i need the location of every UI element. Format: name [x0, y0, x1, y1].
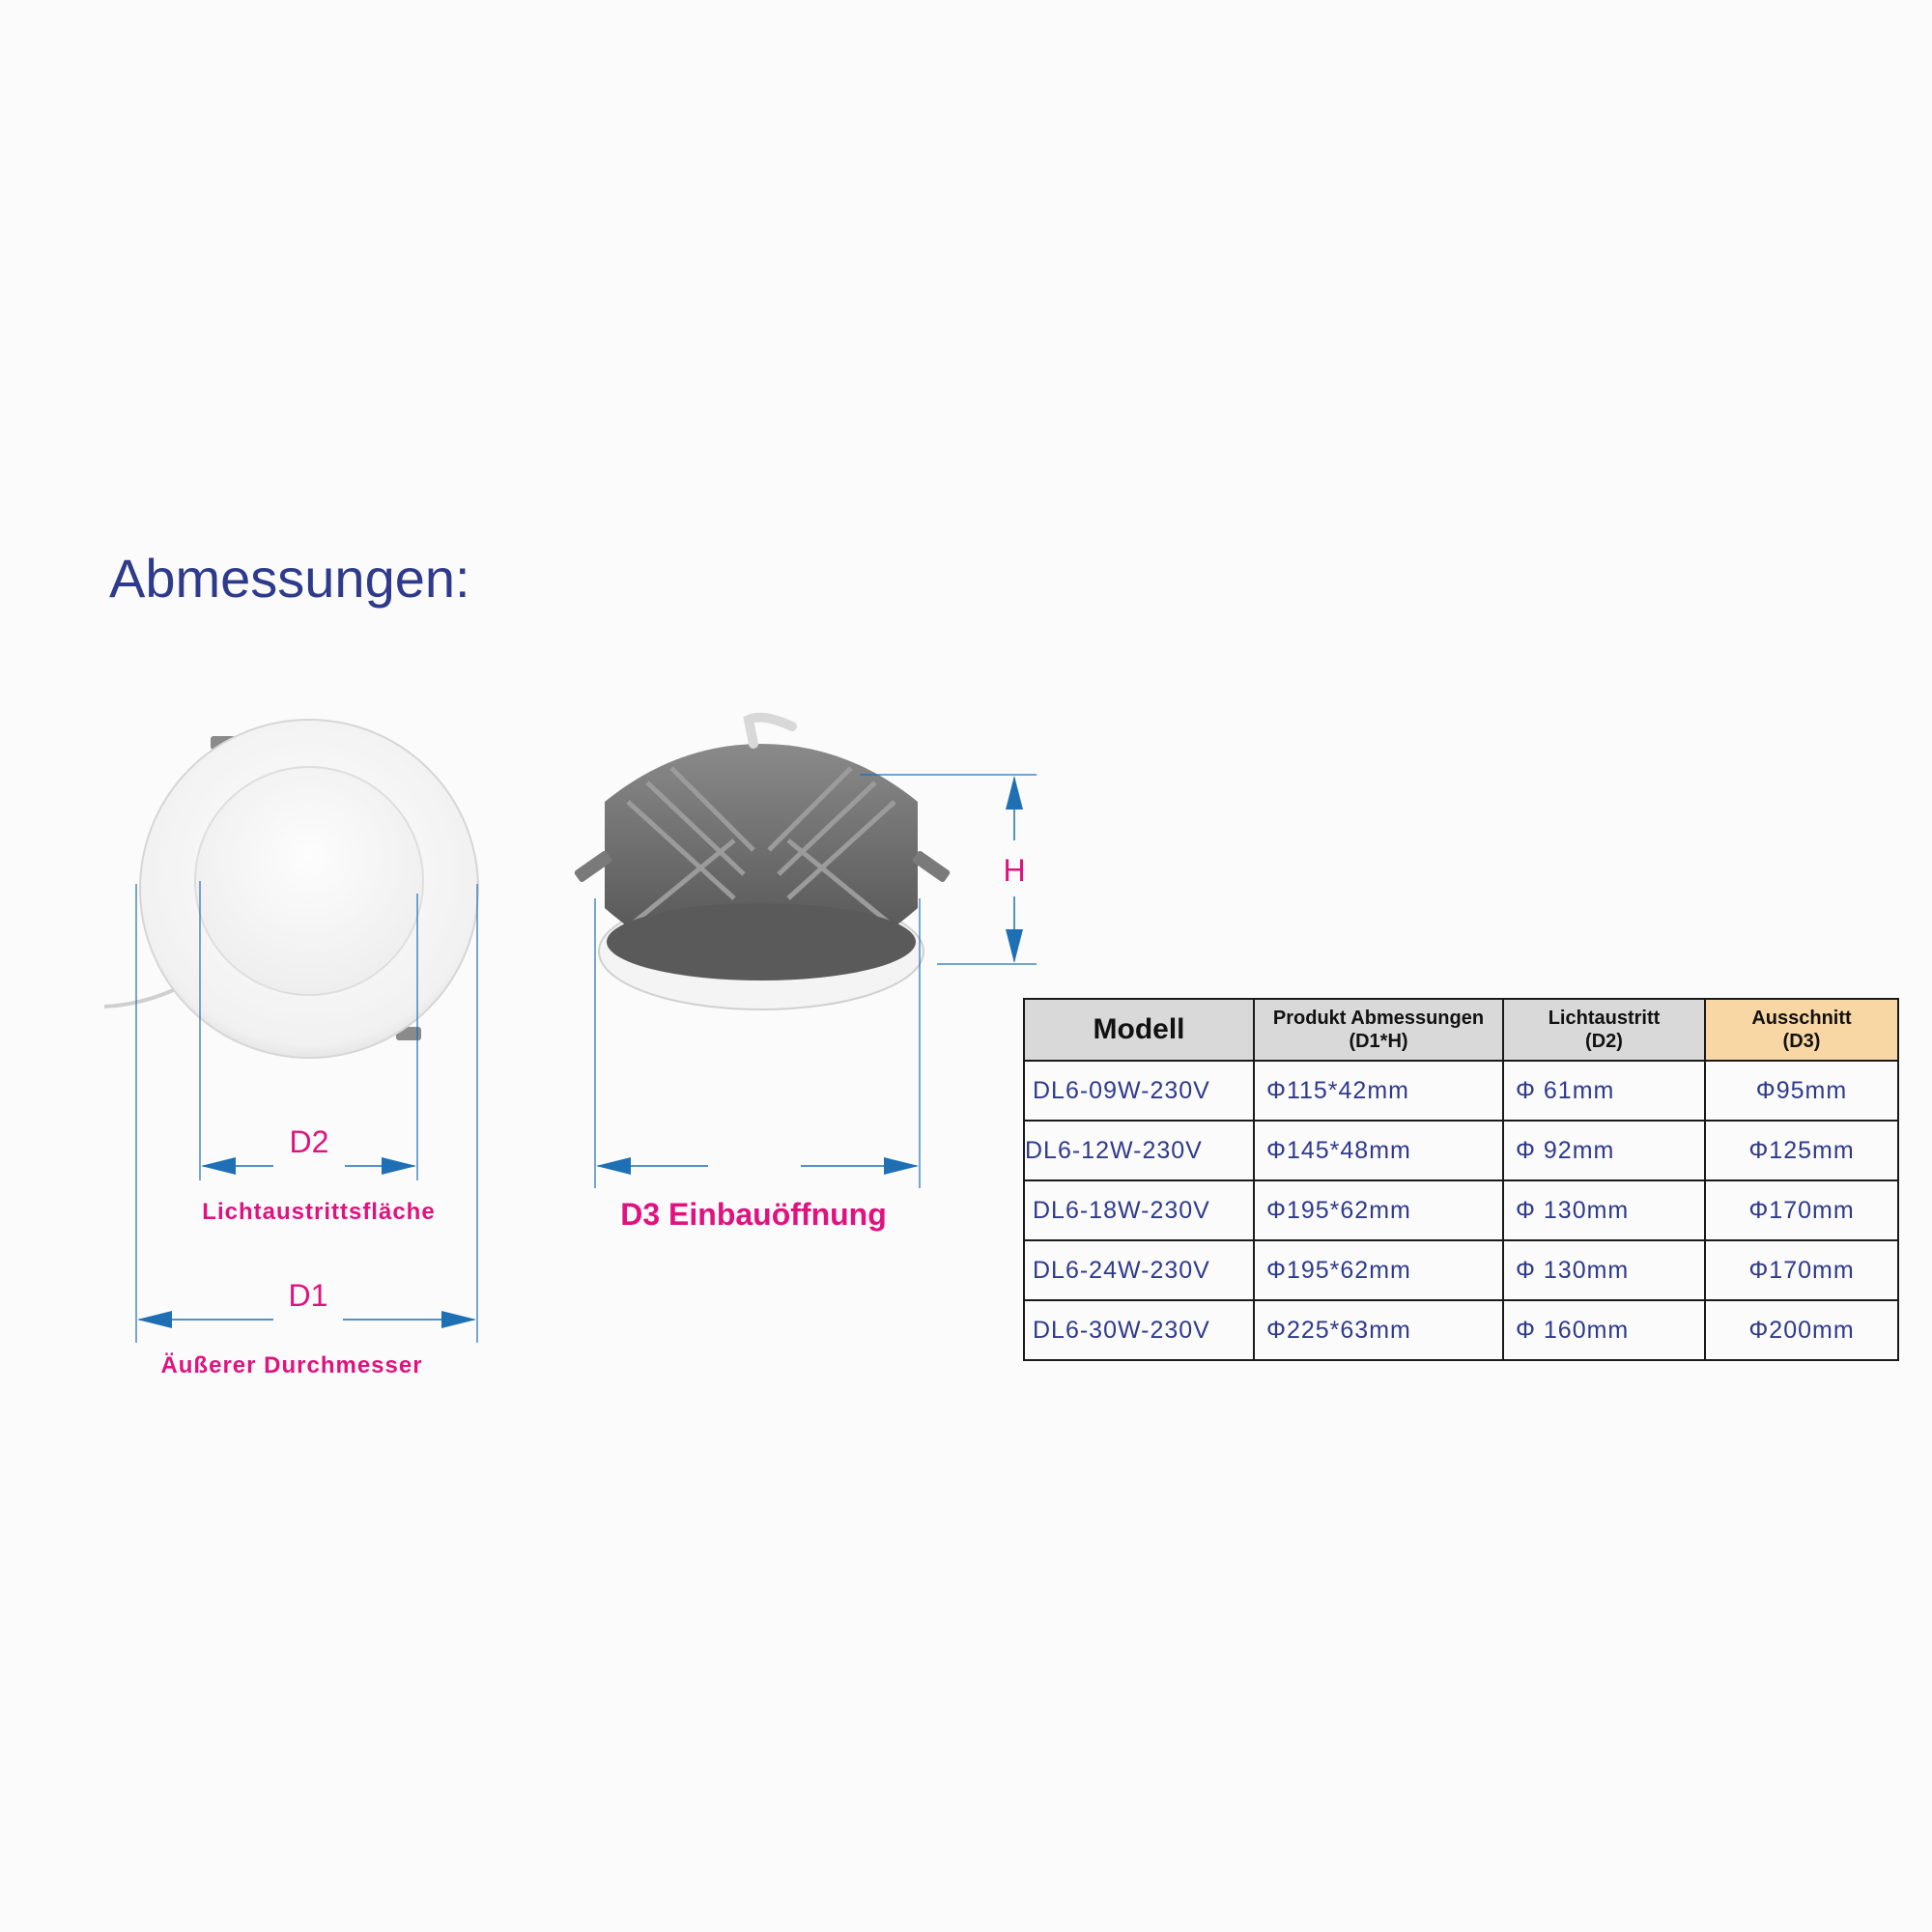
- d2-dimension: D2 Lichtaustrittsfläche: [199, 881, 435, 1225]
- table-row: DL6-09W-230V Φ115*42mm Φ 61mm Φ95mm: [1023, 1060, 1899, 1122]
- h-arrow-top: [1006, 776, 1023, 810]
- header-model: Modell: [1023, 998, 1255, 1062]
- table-row: DL6-12W-230V Φ145*48mm Φ 92mm Φ125mm: [1023, 1120, 1899, 1181]
- d3-caption: D3 Einbauöffnung: [620, 1197, 887, 1232]
- cell-dimensions: Φ195*62mm: [1253, 1179, 1504, 1241]
- d3-arrow-right: [884, 1157, 919, 1175]
- cell-light: Φ 130mm: [1502, 1179, 1706, 1241]
- cell-light: Φ 160mm: [1502, 1299, 1706, 1361]
- d1-arrow-right: [441, 1311, 476, 1328]
- rear-spring-clip-right: [912, 850, 951, 883]
- cell-dimensions: Φ115*42mm: [1253, 1060, 1504, 1122]
- cell-light: Φ 92mm: [1502, 1120, 1706, 1181]
- cell-model: DL6-24W-230V: [1023, 1239, 1255, 1301]
- downlight-rear-view: [574, 712, 951, 1010]
- table-header-row: Modell Produkt Abmessungen (D1*H) Lichta…: [1023, 998, 1899, 1062]
- table-row: DL6-30W-230V Φ225*63mm Φ 160mm Φ200mm: [1023, 1299, 1899, 1361]
- header-cutout: Ausschnitt (D3): [1704, 998, 1899, 1062]
- header-dimensions-line1: Produkt Abmessungen: [1272, 1008, 1485, 1029]
- cell-cutout: Φ170mm: [1704, 1239, 1899, 1301]
- downlight-front-view: [103, 719, 479, 1059]
- rear-cable: [743, 712, 797, 749]
- d2-caption: Lichtaustrittsfläche: [202, 1199, 435, 1225]
- d2-arrow-right: [382, 1157, 416, 1175]
- header-light-line1: Lichtaustritt: [1548, 1008, 1661, 1029]
- page-title: Abmessungen:: [109, 548, 470, 609]
- cell-cutout: Φ200mm: [1704, 1299, 1899, 1361]
- header-cutout-line2: (D3): [1782, 1031, 1821, 1052]
- header-light: Lichtaustritt (D2): [1502, 998, 1706, 1062]
- cell-model: DL6-09W-230V: [1023, 1060, 1255, 1122]
- d3-dimension: D3 Einbauöffnung: [594, 898, 921, 1232]
- cell-dimensions: Φ195*62mm: [1253, 1239, 1504, 1301]
- cell-model: DL6-18W-230V: [1023, 1179, 1255, 1241]
- d2-arrow-left: [201, 1157, 236, 1175]
- light-emitting-area: [194, 766, 424, 996]
- specification-table: Modell Produkt Abmessungen (D1*H) Lichta…: [1023, 998, 1899, 1361]
- cell-model: DL6-30W-230V: [1023, 1299, 1255, 1361]
- h-label: H: [1003, 853, 1025, 888]
- cell-dimensions: Φ225*63mm: [1253, 1299, 1504, 1361]
- table-row: DL6-24W-230V Φ195*62mm Φ 130mm Φ170mm: [1023, 1239, 1899, 1301]
- cell-cutout: Φ125mm: [1704, 1120, 1899, 1181]
- header-light-line2: (D2): [1585, 1031, 1623, 1052]
- cell-cutout: Φ95mm: [1704, 1060, 1899, 1122]
- h-arrow-bottom: [1006, 929, 1023, 963]
- h-dimension: H: [860, 774, 1037, 965]
- d2-label: D2: [290, 1124, 329, 1159]
- header-cutout-line1: Ausschnitt: [1751, 1008, 1852, 1029]
- cell-light: Φ 61mm: [1502, 1060, 1706, 1122]
- cell-model: DL6-12W-230V: [1023, 1120, 1255, 1181]
- cell-light: Φ 130mm: [1502, 1239, 1706, 1301]
- d1-caption: Äußerer Durchmesser: [160, 1352, 422, 1378]
- cell-dimensions: Φ145*48mm: [1253, 1120, 1504, 1181]
- d3-arrow-left: [596, 1157, 631, 1175]
- d1-dimension: D1 Äußerer Durchmesser: [135, 884, 478, 1378]
- heatsink-fins: [626, 766, 896, 929]
- header-dimensions: Produkt Abmessungen (D1*H): [1253, 998, 1504, 1062]
- cell-cutout: Φ170mm: [1704, 1179, 1899, 1241]
- rear-spring-clip-left: [574, 850, 612, 883]
- d1-arrow-left: [137, 1311, 172, 1328]
- heatsink-base: [607, 903, 916, 980]
- header-dimensions-line2: (D1*H): [1349, 1031, 1408, 1052]
- table-row: DL6-18W-230V Φ195*62mm Φ 130mm Φ170mm: [1023, 1179, 1899, 1241]
- d1-label: D1: [289, 1278, 328, 1313]
